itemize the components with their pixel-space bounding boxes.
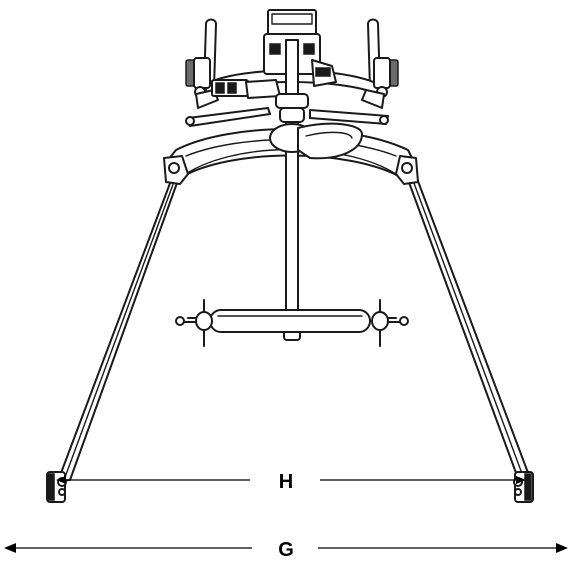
left-caster — [46, 471, 67, 503]
left-leg — [57, 157, 187, 482]
label-h: H — [279, 471, 293, 493]
spreader-bar — [175, 299, 409, 347]
label-g: G — [278, 539, 294, 561]
mast-assembly — [263, 9, 363, 341]
right-leg — [399, 157, 531, 482]
right-strut — [309, 109, 389, 125]
left-strut — [185, 107, 271, 127]
dimension-g — [4, 543, 568, 553]
left-mechanism — [211, 79, 281, 99]
right-base-pivot — [395, 155, 419, 185]
dimension-h — [56, 476, 526, 484]
left-base-pivot — [163, 155, 189, 185]
